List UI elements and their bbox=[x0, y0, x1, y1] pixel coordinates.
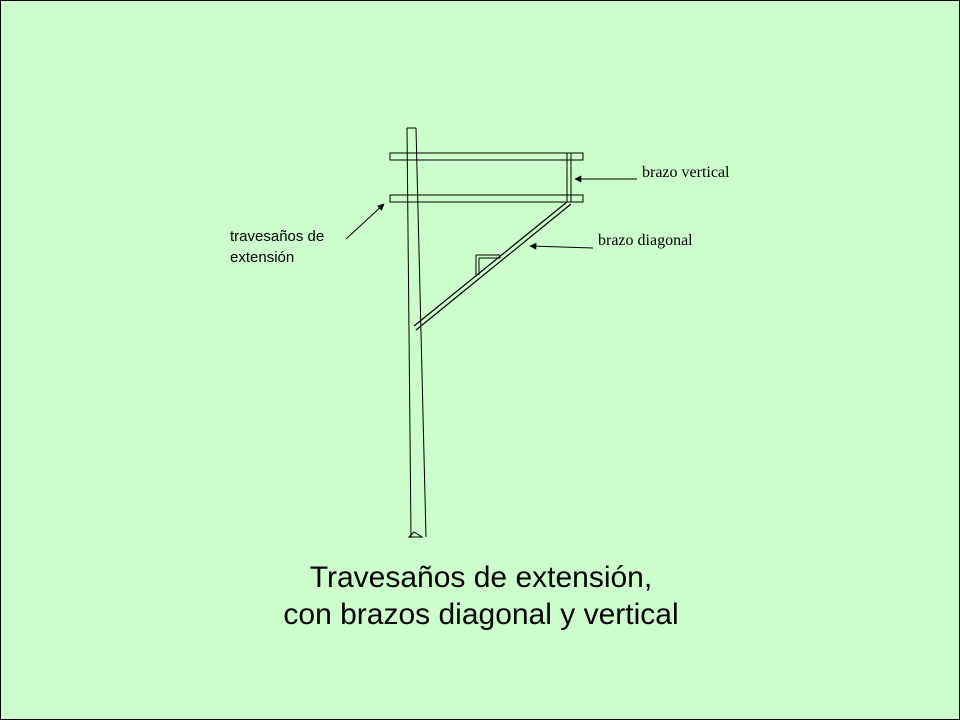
label-brazo-diagonal: brazo diagonal bbox=[598, 232, 693, 249]
utility-pole bbox=[406, 127, 427, 538]
caption: Travesaños de extensión, con brazos diag… bbox=[161, 559, 801, 633]
vertical-brace bbox=[566, 153, 572, 202]
label-brazo-vertical: brazo vertical bbox=[642, 164, 730, 181]
arrow-brazo-diagonal bbox=[529, 242, 594, 250]
crossarm-lower bbox=[389, 194, 584, 203]
arrow-travesanos bbox=[345, 203, 385, 240]
diagonal-brace bbox=[413, 201, 572, 331]
crossarm-upper bbox=[389, 152, 584, 161]
brace-bracket bbox=[475, 254, 501, 277]
caption-line-1: Travesaños de extensión, bbox=[309, 561, 653, 594]
caption-line-2: con brazos diagonal y vertical bbox=[283, 598, 679, 631]
label-travesanos: travesaños de extensión bbox=[230, 228, 325, 266]
